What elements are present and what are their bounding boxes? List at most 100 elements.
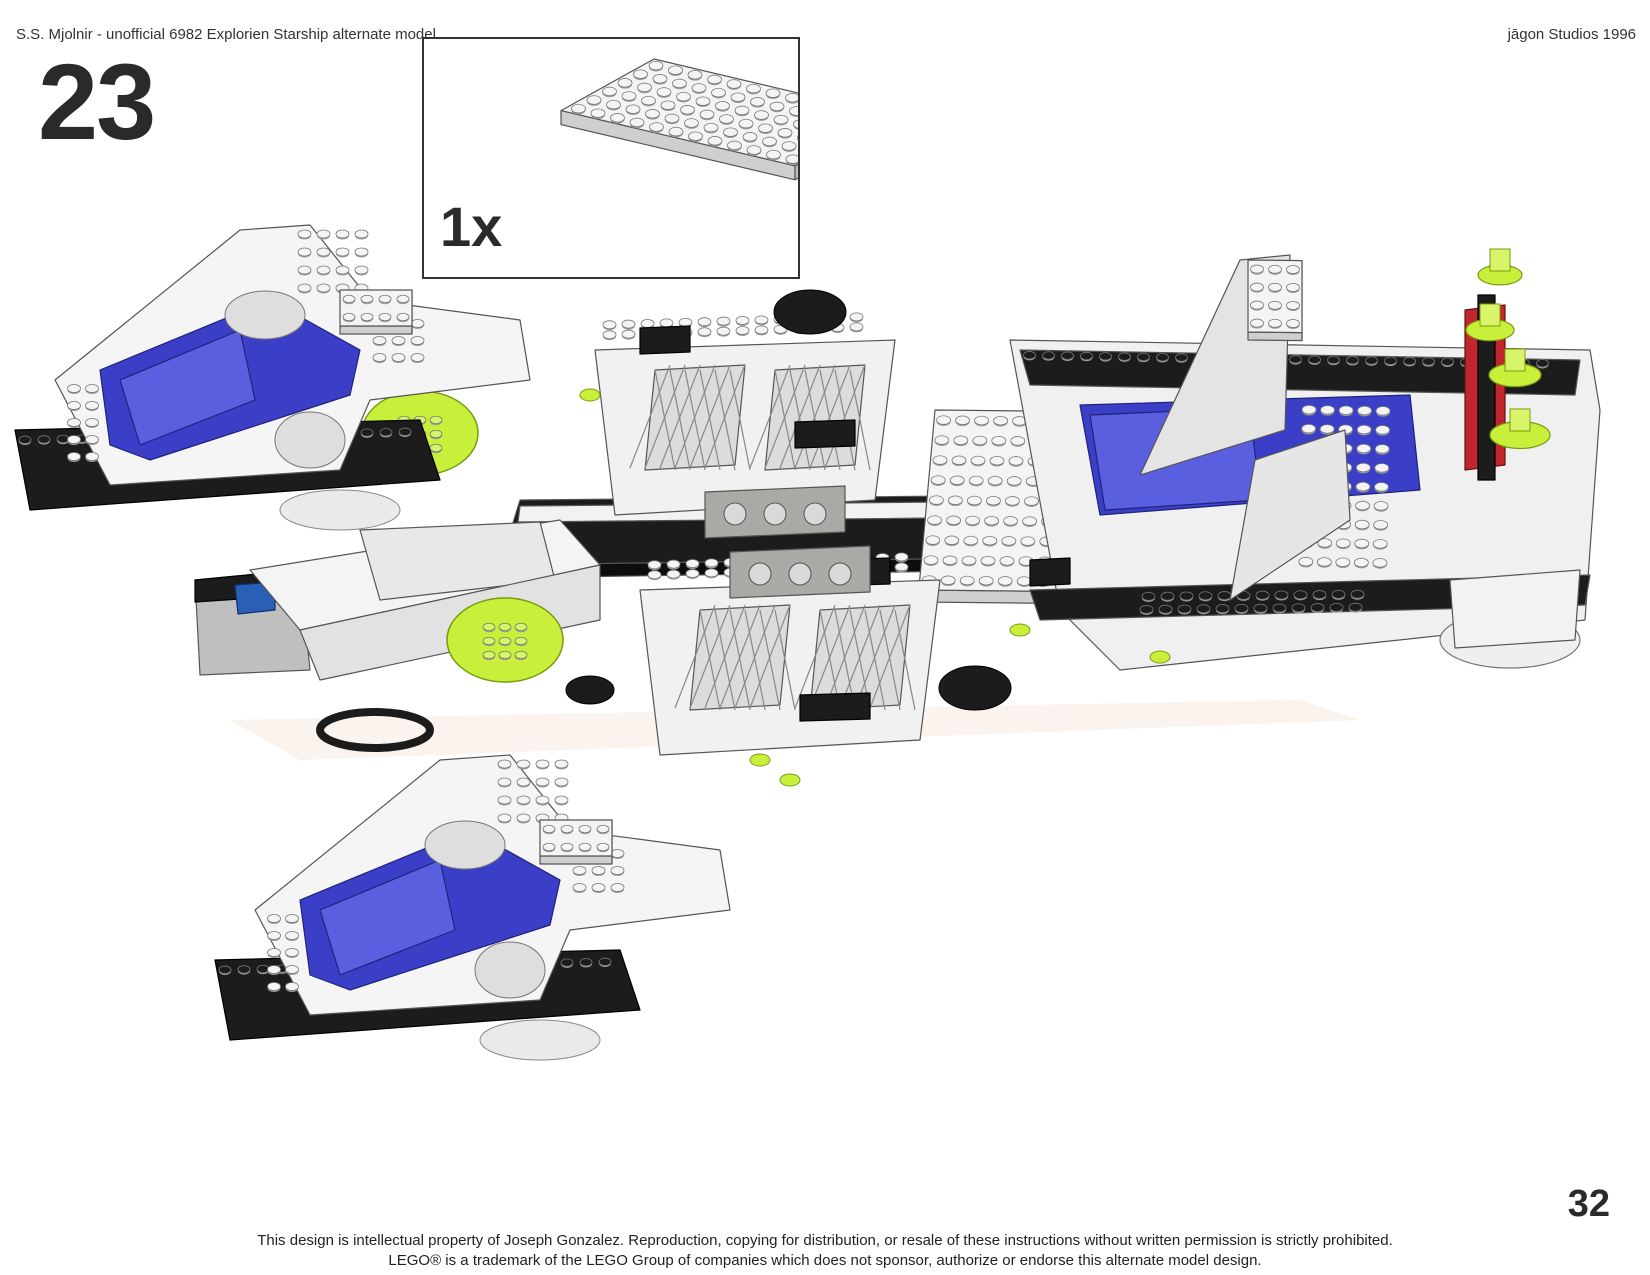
stud	[410, 319, 425, 328]
stud	[716, 326, 731, 336]
stud	[894, 562, 909, 572]
stud	[516, 813, 531, 823]
stud	[610, 883, 625, 892]
upper-truss-section	[594, 312, 896, 516]
stud	[621, 91, 637, 101]
lattice-line	[764, 364, 806, 469]
stud	[596, 842, 610, 852]
stud	[1375, 425, 1391, 435]
stud	[1372, 558, 1388, 568]
stud	[965, 515, 980, 526]
black-round-tile	[938, 665, 1012, 711]
neon-green-cylinder	[1509, 408, 1531, 432]
pod-canopy-highlight	[119, 329, 256, 446]
stud	[726, 79, 742, 89]
stud	[1118, 352, 1131, 361]
stud	[498, 636, 512, 646]
pod-front-studs	[267, 914, 299, 993]
stud	[596, 824, 610, 834]
technic-brick-lower	[729, 545, 871, 599]
pod-round-hole	[474, 941, 546, 999]
stud	[633, 69, 648, 79]
stud	[1384, 356, 1397, 365]
stud	[754, 315, 769, 325]
stud	[666, 569, 681, 579]
stud	[1374, 463, 1390, 473]
stud	[1289, 355, 1302, 364]
stud	[1253, 603, 1268, 613]
stud	[676, 91, 691, 102]
stud	[1250, 264, 1264, 274]
stud	[579, 958, 593, 967]
stud	[629, 117, 645, 128]
stud	[723, 127, 738, 137]
stud	[542, 842, 556, 852]
stud	[1003, 516, 1018, 526]
stud	[637, 82, 652, 93]
stud	[1198, 591, 1213, 601]
stud	[497, 795, 512, 805]
stud	[297, 247, 312, 257]
stud	[1137, 352, 1150, 362]
stud	[1139, 604, 1154, 614]
lattice-line	[819, 369, 841, 471]
lattice-line	[729, 609, 751, 711]
stud	[372, 336, 387, 345]
stud	[785, 93, 798, 103]
stud	[285, 965, 299, 974]
stud	[297, 283, 312, 293]
pod-rear-studs	[497, 759, 569, 824]
stud	[1316, 557, 1332, 567]
stud	[1016, 576, 1032, 586]
stud	[746, 83, 761, 94]
stud	[1001, 536, 1017, 546]
lattice-line	[644, 364, 686, 469]
stud	[785, 154, 798, 164]
stud	[372, 353, 387, 362]
stud	[1317, 538, 1333, 548]
stud	[1403, 357, 1416, 366]
stud	[342, 312, 356, 322]
stud	[1374, 482, 1389, 492]
stud	[727, 140, 742, 151]
stud	[590, 108, 606, 118]
stud	[715, 101, 730, 111]
stud	[929, 495, 944, 505]
stud	[602, 86, 617, 97]
stud	[554, 759, 569, 769]
stud	[1373, 501, 1389, 511]
stud	[85, 384, 99, 393]
stud	[335, 265, 350, 275]
stud	[18, 435, 32, 444]
stud	[687, 70, 703, 80]
stud	[354, 229, 369, 239]
stud	[1353, 557, 1369, 568]
lower-wing-pod	[214, 754, 731, 1061]
stud	[930, 475, 946, 485]
stud	[267, 914, 281, 923]
stud	[1356, 443, 1372, 454]
page-header-title: S.S. Mjolnir - unofficial 6982 Explorien…	[16, 26, 436, 43]
stud	[67, 401, 81, 410]
stud	[652, 74, 668, 84]
stud-grid	[571, 60, 798, 166]
stud	[734, 105, 750, 116]
stud	[944, 535, 960, 546]
stud	[680, 105, 695, 115]
stud	[497, 777, 512, 787]
stud	[85, 418, 99, 427]
stud	[560, 842, 574, 852]
stud	[572, 866, 587, 875]
stud-grid	[1250, 264, 1300, 330]
stud	[1141, 591, 1156, 601]
stud	[535, 795, 550, 805]
stud	[660, 100, 676, 110]
stud	[396, 294, 410, 304]
lattice-line	[699, 609, 721, 711]
rear-engine-housing	[1449, 569, 1581, 649]
technic-brick-upper	[704, 485, 846, 539]
stud	[738, 118, 754, 129]
black-brick	[794, 419, 856, 449]
stud	[769, 101, 785, 112]
stud	[1308, 355, 1321, 364]
